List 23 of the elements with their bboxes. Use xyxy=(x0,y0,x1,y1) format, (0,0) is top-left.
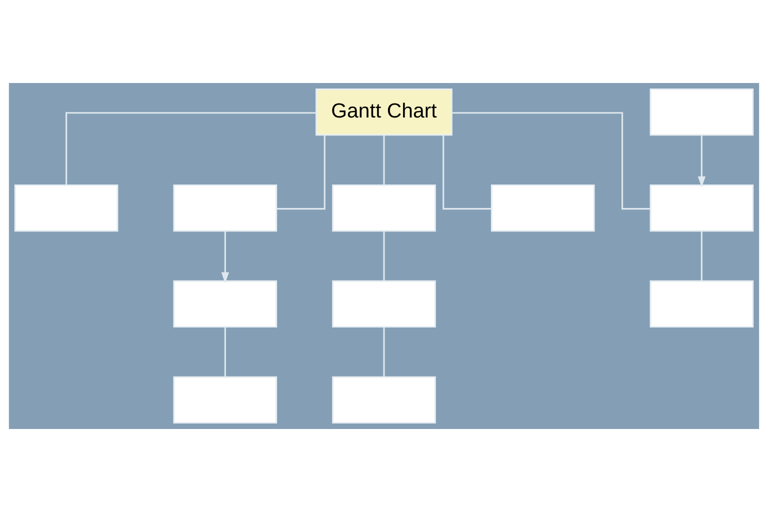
arrow xyxy=(698,135,706,188)
connector xyxy=(276,135,326,210)
node-box xyxy=(650,184,754,232)
node-box xyxy=(332,184,436,232)
arrow xyxy=(221,231,230,284)
node-box xyxy=(173,184,278,232)
node-box xyxy=(490,184,595,232)
node-box xyxy=(332,280,436,328)
node-box xyxy=(173,280,278,328)
node-box xyxy=(650,88,754,136)
connector xyxy=(383,327,385,377)
connector xyxy=(66,112,316,185)
node-box xyxy=(173,376,278,424)
connector xyxy=(383,135,385,186)
connector xyxy=(700,231,702,281)
connector xyxy=(442,135,492,210)
connector xyxy=(224,327,226,377)
node-box xyxy=(14,184,118,232)
connector xyxy=(452,112,650,210)
connector xyxy=(383,231,385,281)
node-box xyxy=(650,280,754,328)
node-box xyxy=(332,376,436,424)
node-box: Gantt Chart xyxy=(316,88,452,136)
